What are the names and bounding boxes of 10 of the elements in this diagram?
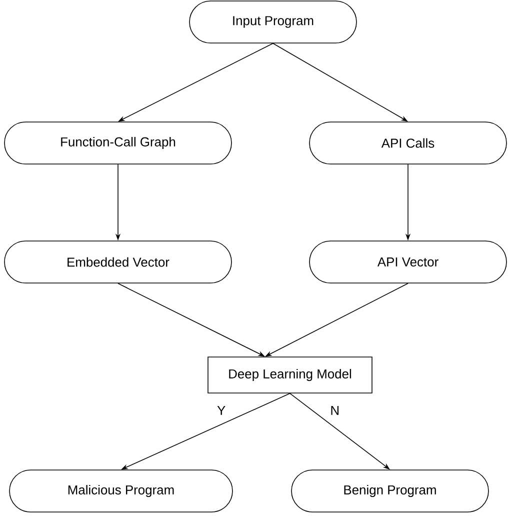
edge-label: Y (216, 404, 227, 416)
edge-label: N (329, 404, 341, 416)
rounded-box: API Calls (309, 122, 507, 164)
rounded-box: Function-Call Graph (4, 122, 232, 164)
rounded-box: Input Program (189, 0, 357, 44)
rounded-box: API Vector (309, 240, 507, 284)
process-box: Deep Learning Model (208, 356, 372, 394)
rounded-box: Benign Program (291, 470, 489, 512)
rounded-box: Embedded Vector (4, 240, 232, 284)
rounded-box: Malicious Program (9, 470, 233, 512)
